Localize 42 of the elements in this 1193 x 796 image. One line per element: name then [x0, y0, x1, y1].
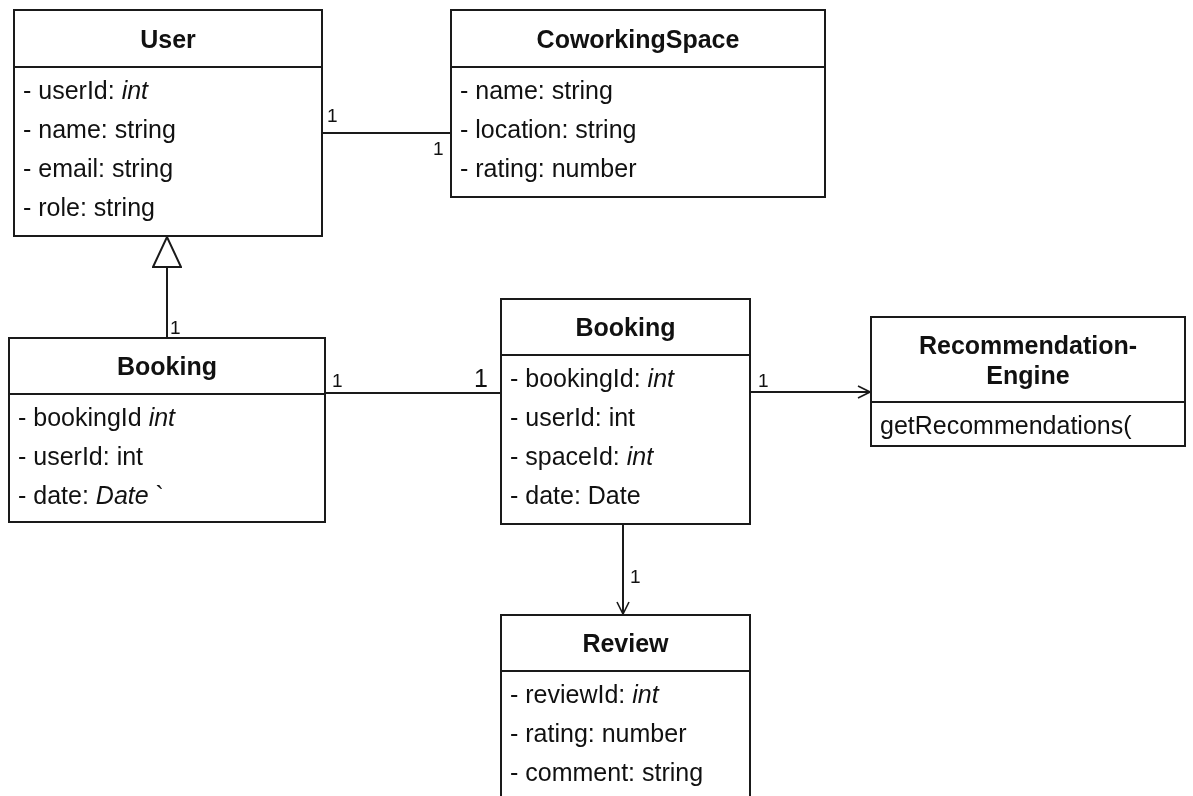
class-name: Booking	[575, 312, 676, 342]
association-line	[322, 132, 451, 134]
class-box	[450, 9, 826, 198]
attribute-text: - date: Date	[510, 480, 641, 511]
attribute-text: - role: string	[23, 192, 155, 223]
attribute-text: - rating: number	[510, 718, 687, 749]
class-name: User	[140, 23, 196, 54]
attribute-text: - location: string	[460, 114, 637, 145]
attribute-text: - name: string	[23, 114, 176, 145]
attribute-text: - userId: int	[510, 402, 636, 433]
class-box	[8, 337, 326, 523]
attribute-text: - rating: number	[460, 153, 637, 184]
class-name: CoworkingSpace	[536, 23, 740, 54]
attribute-text: getRecommendations(	[880, 410, 1132, 441]
class-name: Booking	[117, 351, 217, 381]
association-line	[325, 392, 501, 394]
association-arrow	[616, 524, 630, 615]
association-arrow	[750, 385, 871, 399]
multiplicity-label: 1	[630, 567, 641, 586]
class-box	[870, 316, 1186, 447]
attribute-text: - bookingId: int	[510, 363, 674, 394]
attribute-text: - email: string	[23, 153, 174, 184]
attribute-text: - spaceId: int	[510, 441, 654, 472]
attribute-text: - bookingId int	[18, 402, 176, 433]
class-box	[500, 298, 751, 525]
attribute-text: - userId: int	[18, 441, 144, 472]
attribute-text: - date: Date `	[18, 480, 164, 511]
multiplicity-label: 1	[758, 371, 769, 390]
attribute-text: - name: string	[460, 75, 613, 106]
generalization-arrow	[152, 236, 182, 338]
attribute-text: - comment: string	[510, 757, 704, 788]
multiplicity-label: 1	[327, 106, 338, 125]
multiplicity-label: 1	[433, 139, 444, 158]
attribute-text: - reviewId: int	[510, 679, 659, 710]
class-box	[13, 9, 323, 237]
class-name: Review	[582, 628, 669, 658]
multiplicity-label: 1	[474, 366, 488, 391]
class-name: Recommendation- Engine	[917, 329, 1139, 390]
attribute-text: - userId: int	[23, 75, 149, 106]
class-box	[500, 614, 751, 796]
multiplicity-label: 1	[332, 371, 343, 390]
multiplicity-label: 1	[170, 318, 181, 337]
